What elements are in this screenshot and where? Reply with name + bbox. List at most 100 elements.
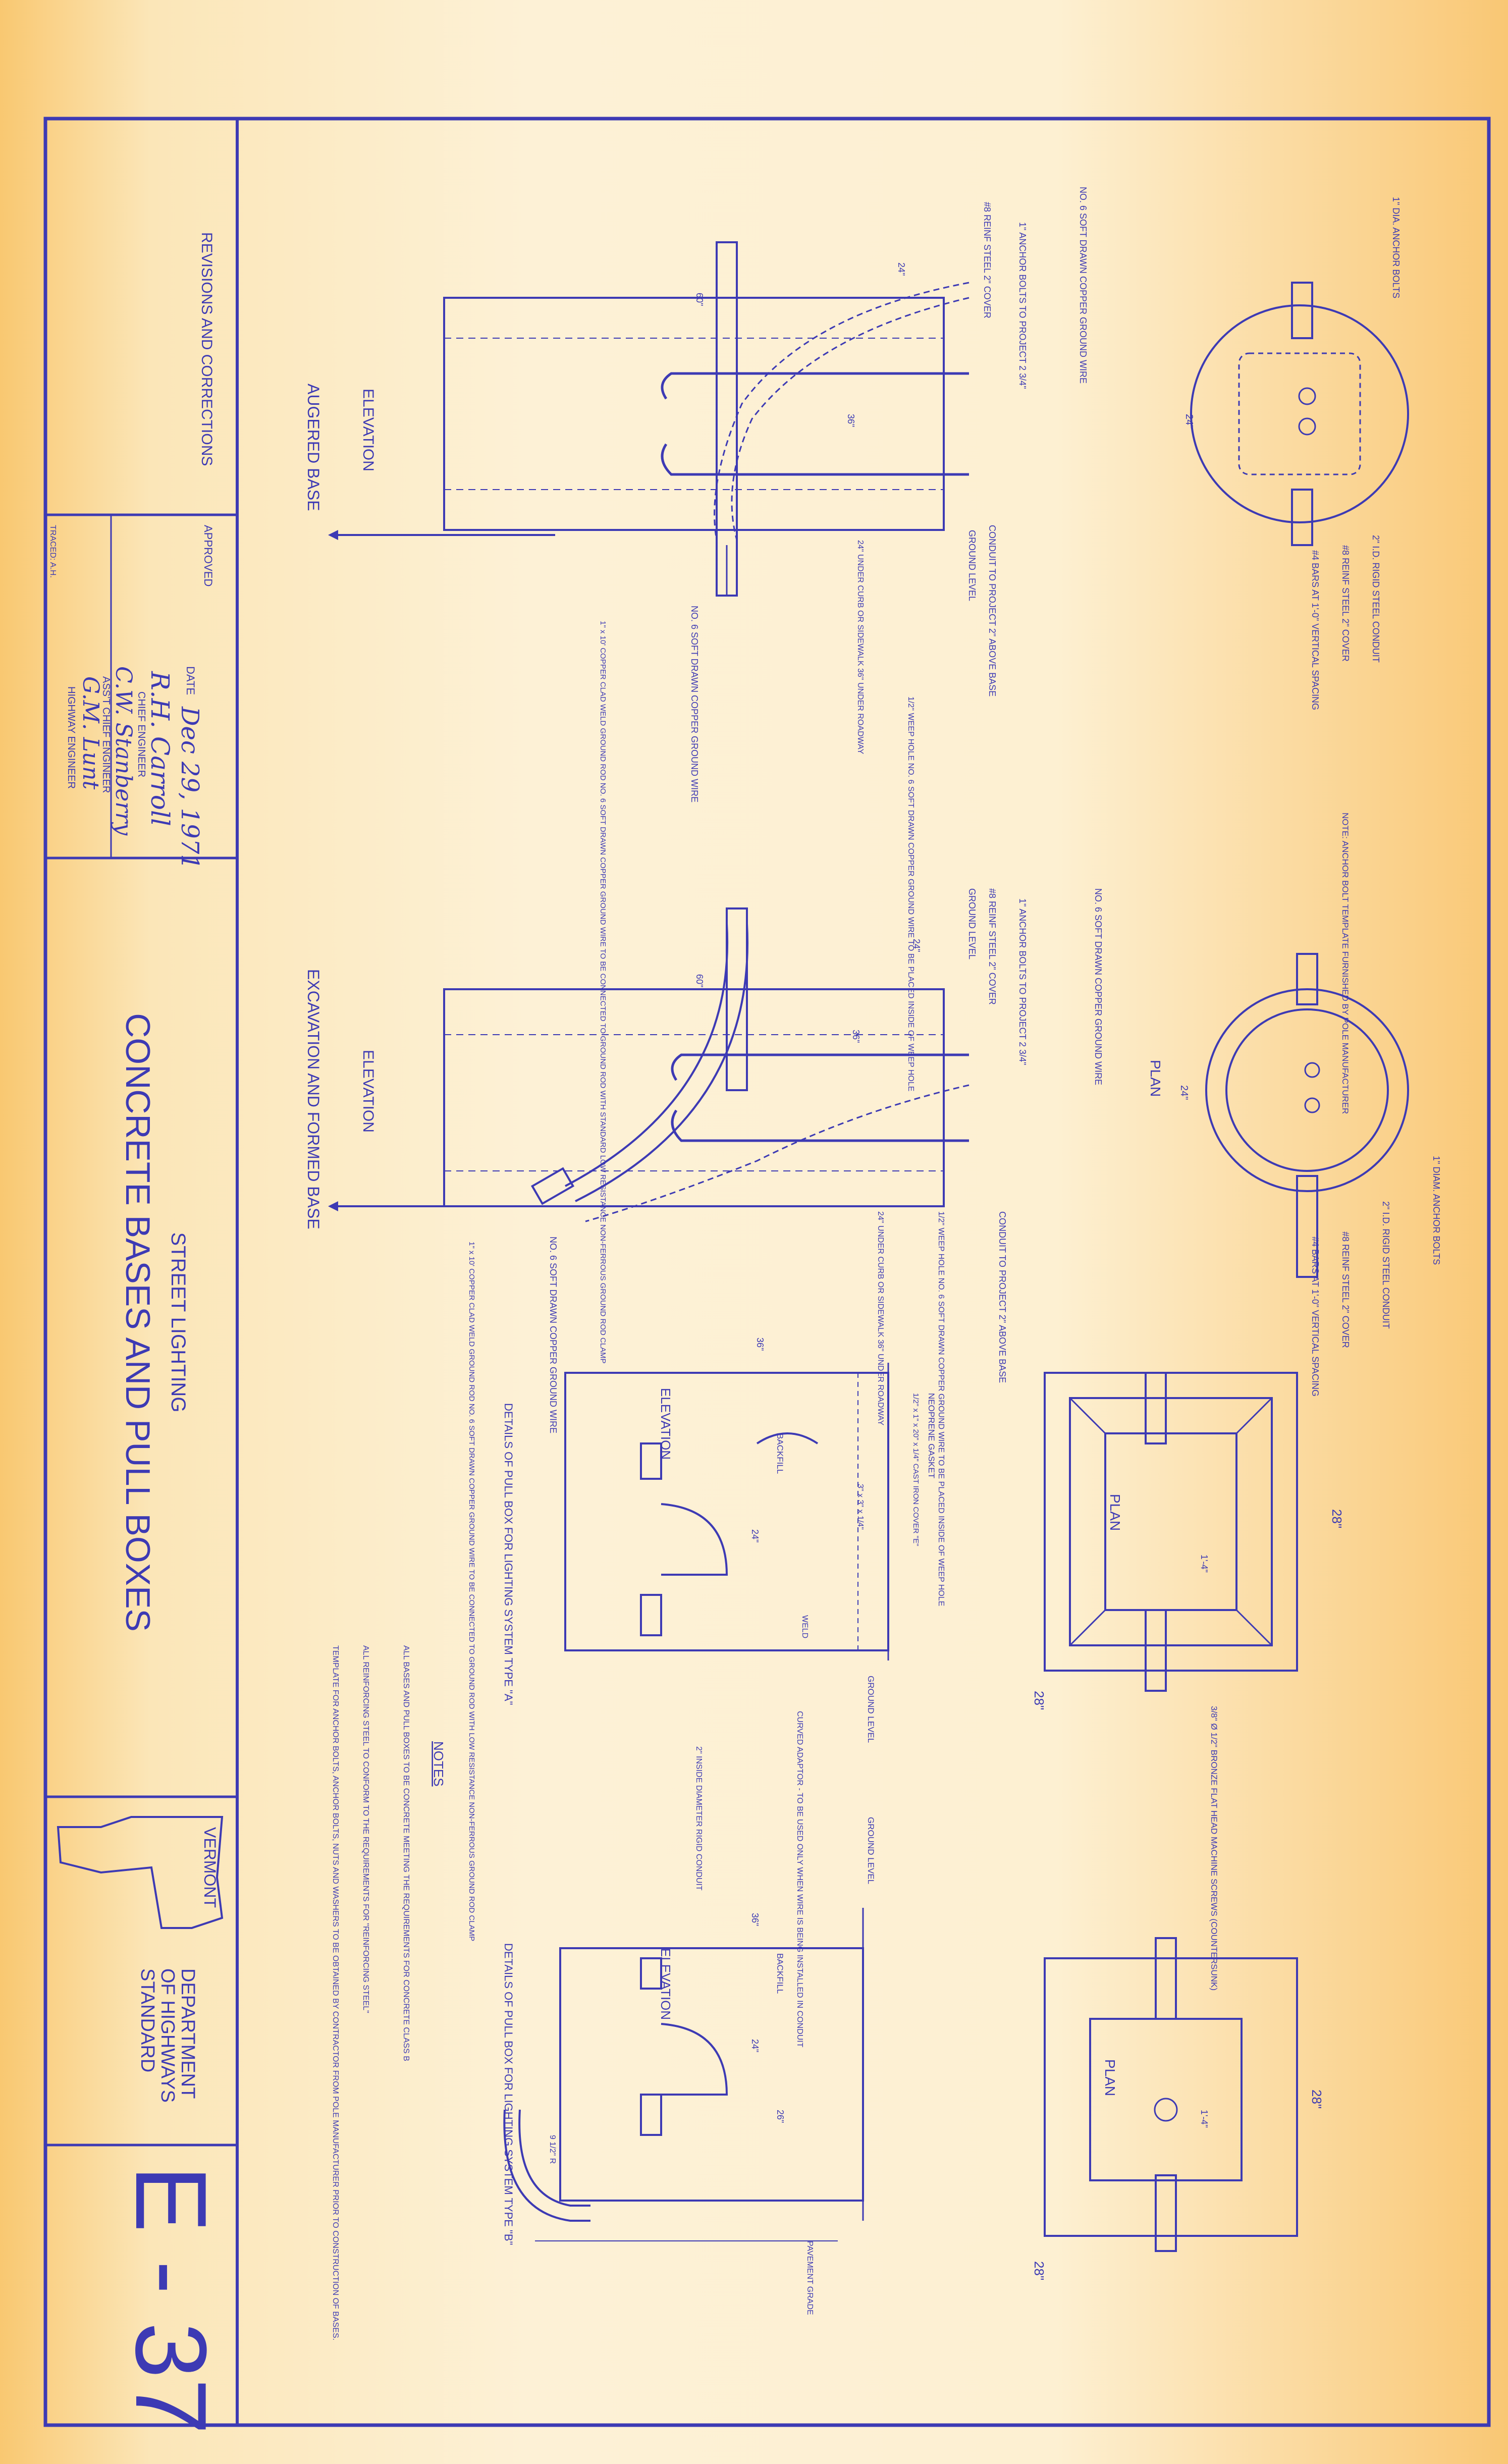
pull-box-a-backfill: BACKFILL [775, 1433, 785, 1474]
pull-box-b-backfill: BACKFILL [775, 1953, 785, 1994]
augered-reinf-label: #8 REINF STEEL 2" COVER [1340, 545, 1351, 662]
augered-bolts-project: 1" ANCHOR BOLTS TO PROJECT 2 3/4" [1017, 222, 1028, 389]
agency-dept: DEPARTMENT [177, 1968, 198, 2099]
pull-box-a-dim-36: 36" [755, 1337, 765, 1351]
formed-reinf: #8 REINF STEEL 2" COVER [1340, 1231, 1351, 1348]
signature-highway-engineer: G.M. Lunt [78, 676, 103, 789]
formed-bolts-project: 1" ANCHOR BOLTS TO PROJECT 2 3/4" [1017, 898, 1028, 1065]
signature-chief: R.H. Carroll [145, 671, 175, 826]
pull-box-a-plan-label: PLAN [1107, 1494, 1123, 1531]
highway-engineer-label: HIGHWAY ENGINEER [66, 686, 77, 789]
formed-weep-hole: 1/2" WEEP HOLE NO. 6 SOFT DRAWN COPPER G… [937, 1211, 945, 1606]
chief-engineer-label: CHIEF ENGINEER [136, 691, 147, 777]
augered-dim-60: 60" [694, 293, 705, 306]
pull-box-b-bend: 9 1/2" R [548, 2135, 557, 2164]
formed-under-curb: 24" UNDER CURB OR SIDEWALK 36" UNDER ROA… [876, 1211, 885, 1426]
signature-asst-chief: C.W. Stanberry [111, 666, 136, 836]
formed-steel-cover: #8 REINF STEEL 2" COVER [987, 888, 997, 1005]
pull-box-a-dim-24: 24" [750, 1529, 760, 1542]
date-value: Dec 29, 1971 [176, 706, 204, 870]
formed-ground-wire-bottom: NO. 6 SOFT DRAWN COPPER GROUND WIRE [548, 1237, 558, 1433]
pull-box-a-angle: 3" x 3" x 1/4" [856, 1484, 865, 1530]
pull-box-a-elevation [564, 1363, 889, 1660]
agency-standard: STANDARD [137, 1968, 158, 2072]
formed-elevation-title: ELEVATION [360, 1050, 376, 1133]
augered-dim-36: 36" [846, 414, 856, 427]
asst-chief-engineer-label: ASS'T CHIEF ENGINEER [100, 676, 112, 793]
pull-box-b-dim-24: 24" [750, 2039, 760, 2052]
pull-box-b-dim-36: 36" [750, 1913, 760, 1926]
formed-plan-label: PLAN [1148, 1060, 1163, 1097]
pull-box-a-plan [1044, 1372, 1298, 1692]
augered-steel-cover: #8 REINF STEEL 2" COVER [982, 202, 992, 318]
pull-box-b-dim-28b: 28" [1032, 2261, 1047, 2280]
approved-label: APPROVED [202, 525, 214, 586]
formed-note: NOTE: ANCHOR BOLT TEMPLATE FURNISHED BY … [1340, 813, 1350, 1114]
pull-box-b-plan-label: PLAN [1102, 2059, 1118, 2096]
augered-ground-wire-bottom: NO. 6 SOFT DRAWN COPPER GROUND WIRE [689, 606, 699, 802]
date-label: DATE [184, 666, 197, 695]
augered-anchor-bolts-label: 1" DIA. ANCHOR BOLTS [1391, 197, 1401, 298]
formed-dim-60: 60" [694, 974, 705, 987]
pull-box-a-ground-level: GROUND LEVEL [866, 1676, 876, 1743]
pull-box-b-plan [1044, 1937, 1298, 2252]
pull-box-b-dim-1-4: 1'-4" [1199, 2110, 1209, 2128]
augered-ground-level: GROUND LEVEL [967, 530, 977, 601]
augered-ground-rod: 1" x 10' COPPER CLAD WELD GROUND ROD NO.… [599, 621, 607, 1364]
pull-box-a-adaptor: CURVED ADAPTOR - TO BE USED ONLY WHEN WI… [795, 1711, 804, 2048]
augered-weep-hole: 1/2" WEEP HOLE NO. 6 SOFT DRAWN COPPER G… [906, 697, 915, 1091]
pull-box-a-screws: 3/8" Ø 1/2" BRONZE FLAT HEAD MACHINE SCR… [1209, 1706, 1219, 1991]
augered-base-elevation [328, 241, 970, 597]
augered-conduit-label: 2" I.D. RIGID STEEL CONDUIT [1371, 535, 1381, 663]
augered-dim-24: 24" [896, 262, 906, 276]
formed-ground-wire-top: NO. 6 SOFT DRAWN COPPER GROUND WIRE [1093, 888, 1103, 1085]
formed-dim-36: 36" [851, 1030, 861, 1043]
pull-box-a-dim-28b: 28" [1032, 1691, 1047, 1710]
augered-ground-wire-top: NO. 6 SOFT DRAWN COPPER GROUND WIRE [1078, 187, 1088, 384]
formed-base-elevation [328, 907, 970, 1222]
pull-box-a-cover: 1/2" x 1" x 20" x 1/4" CAST IRON COVER "… [911, 1393, 920, 1546]
formed-vertical: #4 BARS AT 1'-0" VERTICAL SPACING [1310, 1237, 1320, 1397]
formed-ground-level: GROUND LEVEL [967, 888, 977, 959]
note-3: TEMPLATE FOR ANCHOR BOLTS, ANCHOR BOLTS,… [331, 1645, 340, 2340]
note-1: ALL BASES AND PULL BOXES TO BE CONCRETE … [402, 1645, 410, 2061]
subtitle: STREET LIGHTING [167, 1232, 189, 1412]
drawing-border [43, 117, 1491, 2427]
augered-base-name: AUGERED BASE [304, 384, 322, 511]
formed-plan-dim: 24" [1178, 1085, 1190, 1100]
pull-box-a-details: DETAILS OF PULL BOX FOR LIGHTING SYSTEM … [502, 1403, 515, 1705]
pull-box-a-dim-28a: 28" [1329, 1509, 1344, 1528]
pull-box-b-elevation-title: ELEVATION [658, 1948, 673, 2020]
revisions-label: REVISIONS AND CORRECTIONS [198, 232, 215, 466]
note-2: ALL REINFORCING STEEL TO CONFORM TO THE … [361, 1645, 370, 2013]
formed-ground-rod: 1" x 10' COPPER CLAD WELD GROUND ROD NO.… [467, 1242, 476, 1941]
pull-box-a-gasket: NEOPRENE GASKET [927, 1393, 936, 1478]
formed-dim-24: 24" [911, 939, 922, 952]
formed-conduit: 2" I.D. RIGID STEEL CONDUIT [1381, 1201, 1391, 1329]
pull-box-b-details: DETAILS OF PULL BOX FOR LIGHTING SYSTEM … [502, 1943, 515, 2245]
augered-base-plan [1190, 282, 1409, 546]
pull-box-a-weld: WELD [800, 1615, 809, 1638]
augered-elevation-title: ELEVATION [360, 389, 376, 471]
augered-conduit-project: CONDUIT TO PROJECT 2" ABOVE BASE [987, 525, 997, 697]
pull-box-a-conduit: 2" INSIDE DIAMETER RIGID CONDUIT [694, 1746, 703, 1891]
formed-base-plan [1205, 953, 1409, 1278]
augered-vertical-label: #4 BARS AT 1'-0" VERTICAL SPACING [1310, 550, 1320, 710]
pull-box-b-ground-level: GROUND LEVEL [866, 1817, 876, 1884]
augered-plan-dim: 24" [1183, 414, 1195, 428]
formed-base-name: EXCAVATION AND FORMED BASE [304, 969, 322, 1229]
pull-box-a-dim-1-4: 1'-4" [1199, 1555, 1209, 1573]
pull-box-b-dim-28a: 28" [1309, 2090, 1324, 2109]
drawing-title: CONCRETE BASES AND PULL BOXES [119, 1013, 157, 1632]
agency-dept2: OF HIGHWAYS [157, 1968, 178, 2103]
formed-anchor-bolts: 1" DIAM. ANCHOR BOLTS [1431, 1156, 1441, 1265]
traced-label: TRACED: A.H. [48, 525, 57, 578]
pull-box-b-pavement-grade: PAVEMENT GRADE [805, 2241, 814, 2315]
pull-box-b-elevation [503, 1908, 864, 2241]
augered-under-curb: 24" UNDER CURB OR SIDEWALK 36" UNDER ROA… [856, 540, 865, 755]
sheet-number: E - 37 [115, 2165, 227, 2435]
notes-heading: NOTES [431, 1741, 446, 1787]
formed-conduit-project: CONDUIT TO PROJECT 2" ABOVE BASE [997, 1211, 1007, 1383]
